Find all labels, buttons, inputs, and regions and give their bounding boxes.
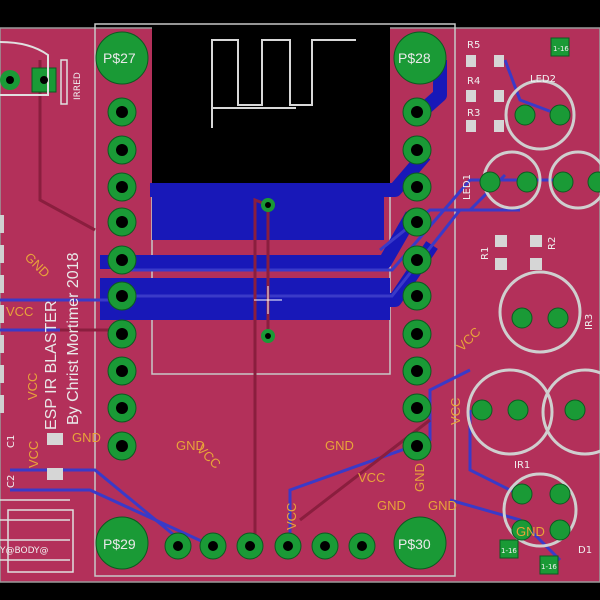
component-pads: [471, 104, 600, 541]
part-r3: R3: [467, 108, 480, 119]
part-label-1-16-a: 1-16: [553, 45, 569, 53]
mounting-pads: [95, 31, 447, 570]
part-r4: R4: [467, 76, 480, 87]
pad-label-p27: P$27: [103, 50, 136, 66]
smd-pads: [47, 55, 542, 480]
part-led2: LED2: [530, 74, 556, 85]
part-d1: D1: [578, 545, 592, 556]
part-label-1-16-b: 1-16: [501, 547, 517, 555]
right-pin-column: [402, 97, 432, 461]
smd-pad-centers: [479, 57, 492, 130]
net-label-vcc-6: VCC: [448, 398, 463, 425]
net-label-vcc-2: VCC: [358, 470, 385, 485]
net-label-vcc-7: VCC: [25, 373, 40, 400]
net-label-gnd-2: GND: [176, 438, 205, 453]
pad-label-p29: P$29: [103, 536, 136, 552]
pad-label-p30: P$30: [398, 536, 431, 552]
part-ir1: IR1: [514, 460, 530, 471]
part-c2: C2: [6, 475, 17, 488]
pad-label-p28: P$28: [398, 50, 431, 66]
component-rings: [466, 79, 600, 548]
esp-antenna-area: [152, 26, 390, 186]
part-body-label: Y@BODY@: [0, 546, 49, 556]
net-label-vcc-8: VCC: [26, 441, 41, 468]
board-title: ESP IR BLASTER: [43, 300, 60, 430]
bottom-copper-strip: [100, 278, 390, 320]
net-label-gnd-4: GND: [377, 498, 406, 513]
left-pin-column: [107, 97, 137, 461]
net-label-vcc-1: VCC: [6, 304, 33, 319]
board-author: By Christ Mortimer 2018: [65, 252, 82, 425]
antenna-trace: [211, 39, 356, 128]
net-label-gnd-1: GND: [72, 430, 101, 445]
part-r5: R5: [467, 40, 480, 51]
net-label-gnd-5: GND: [428, 498, 457, 513]
left-connector: [0, 41, 74, 573]
part-ir3: IR3: [584, 314, 595, 330]
part-irred: IRRED: [73, 72, 83, 100]
part-r2: R2: [547, 237, 558, 250]
bottom-pin-row: [164, 532, 376, 560]
net-label-vcc-4: VCC: [284, 503, 299, 530]
part-label-1-16-c: 1-16: [541, 563, 557, 571]
center-cross-mark: [254, 286, 282, 314]
net-label-gnd-3: GND: [325, 438, 354, 453]
part-c1: C1: [6, 435, 17, 448]
net-label-gnd-8: GND: [412, 463, 427, 492]
net-label-gnd-6: GND: [516, 524, 545, 539]
part-r1: R1: [480, 247, 491, 260]
part-led1: LED1: [462, 174, 473, 200]
